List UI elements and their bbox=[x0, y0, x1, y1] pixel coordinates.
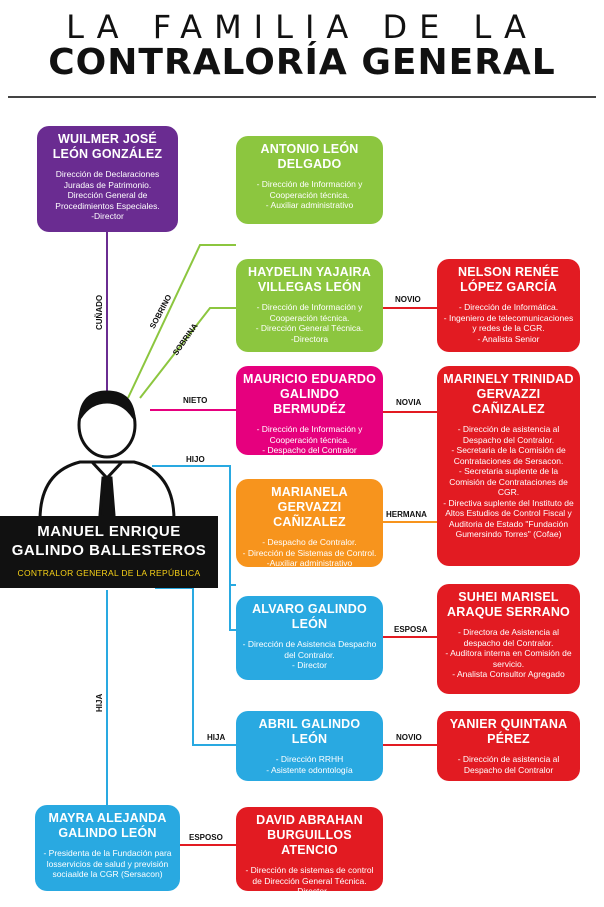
person-name: ANTONIO LEÓN DELGADO bbox=[260, 142, 359, 171]
person-name: ALVARO GALINDO LEÓN bbox=[252, 602, 367, 631]
person-detail: Dirección de Informática. bbox=[443, 302, 574, 313]
person-detail: Dirección General de Procedimientos Espe… bbox=[55, 190, 160, 211]
person-card-nelson: NELSON RENÉE LÓPEZ GARCÍA Dirección de I… bbox=[437, 259, 580, 352]
person-detail: Dirección RRHH bbox=[242, 754, 377, 765]
person-detail: Dirección de Información y Cooperación t… bbox=[242, 179, 377, 200]
person-detail: Dirección de asistencia al Despacho del … bbox=[443, 754, 574, 775]
person-card-david: DAVID ABRAHAN BURGUILLOS ATENCIO Direcci… bbox=[236, 807, 383, 896]
person-detail: Directiva suplente del Instituto de Alto… bbox=[443, 498, 574, 540]
person-detail: Directora de Asistencia al despacho del … bbox=[443, 627, 574, 648]
title-divider bbox=[8, 96, 596, 98]
relation-hija-2: HIJA bbox=[95, 693, 104, 712]
person-card-mayra: MAYRA ALEJANDA GALINDO LEÓN Presidenta d… bbox=[35, 805, 180, 891]
person-detail: Dirección de Sistemas de Control. bbox=[242, 548, 377, 559]
person-card-antonio: ANTONIO LEÓN DELGADO Dirección de Inform… bbox=[236, 136, 383, 224]
person-detail: Secretaria suplente de la Comisión de Co… bbox=[443, 466, 574, 498]
person-name: YANIER QUINTANA PÉREZ bbox=[449, 717, 568, 746]
man-in-suit-icon bbox=[38, 390, 176, 522]
person-card-abril: ABRIL GALINDO LEÓN Dirección RRHH Asiste… bbox=[236, 711, 383, 781]
relation-cunado: CUÑADO bbox=[95, 294, 104, 330]
person-detail: -Director bbox=[91, 211, 124, 221]
person-detail: Secretaria de la Comisión de Contratacio… bbox=[443, 445, 574, 466]
person-detail: Director bbox=[242, 660, 377, 671]
person-detail: Dirección de sistemas de control de Dire… bbox=[242, 865, 377, 886]
person-detail: Despacho del Contralor bbox=[242, 445, 377, 456]
person-detail: Dirección de Información y Cooperación t… bbox=[242, 302, 377, 323]
person-detail: Dirección General Técnica. bbox=[242, 323, 377, 334]
person-name: WUILMER JOSÉ LEÓN GONZÁLEZ bbox=[52, 132, 163, 161]
person-name: HAYDELIN YAJAIRA VILLEGAS LEÓN bbox=[248, 265, 371, 294]
relation-novia: NOVIA bbox=[396, 398, 422, 407]
person-card-haydelin: HAYDELIN YAJAIRA VILLEGAS LEÓN Dirección… bbox=[236, 259, 383, 352]
main-person-role: CONTRALOR GENERAL DE LA REPÚBLICA bbox=[17, 568, 201, 578]
person-name: DAVID ABRAHAN BURGUILLOS ATENCIO bbox=[256, 813, 363, 857]
person-detail: Dirección de asistencia al Despacho del … bbox=[443, 424, 574, 445]
person-detail: Dirección de Información y Cooperación t… bbox=[242, 424, 377, 445]
relation-esposo: ESPOSO bbox=[189, 833, 223, 842]
relation-nieto: NIETO bbox=[183, 396, 208, 405]
person-name: NELSON RENÉE LÓPEZ GARCÍA bbox=[457, 265, 560, 294]
person-detail: Director bbox=[242, 886, 377, 897]
person-card-suhei: SUHEI MARISEL ARAQUE SERRANO Directora d… bbox=[437, 584, 580, 694]
person-detail: Despacho de Contralor. bbox=[242, 537, 377, 548]
person-name: SUHEI MARISEL ARAQUE SERRANO bbox=[447, 590, 570, 619]
person-name: MARIANELA GERVAZZI CAÑIZALEZ bbox=[271, 485, 348, 529]
relation-novio-1: NOVIO bbox=[395, 295, 421, 304]
main-person-name-1: MANUEL ENRIQUE bbox=[37, 523, 181, 540]
relation-novio-2: NOVIO bbox=[396, 733, 422, 742]
person-name: MAURICIO EDUARDO GALINDO BERMUDÉZ bbox=[242, 372, 377, 416]
relation-hermana: HERMANA bbox=[386, 510, 427, 519]
person-detail: Auditora interna en Comisión de servicio… bbox=[443, 648, 574, 669]
person-detail: Presidenta de la Fundación para losservi… bbox=[41, 848, 174, 880]
person-name: ABRIL GALINDO LEÓN bbox=[258, 717, 361, 746]
person-name: MAYRA ALEJANDA GALINDO LEÓN bbox=[48, 811, 167, 840]
person-detail: -Auxiliar administrativo bbox=[266, 558, 353, 568]
person-card-alvaro: ALVARO GALINDO LEÓN Dirección de Asisten… bbox=[236, 596, 383, 680]
person-name: MARINELY TRINIDAD GERVAZZI CAÑIZALEZ bbox=[443, 372, 574, 416]
person-detail: Ingeniero de telecomunicaciones y redes … bbox=[443, 313, 574, 334]
person-detail: Auxiliar administrativo bbox=[242, 200, 377, 211]
person-detail: -Directora bbox=[290, 333, 329, 344]
person-detail: Dirección de Asistencia Despacho del Con… bbox=[242, 639, 377, 660]
title-line-1: LA FAMILIA DE LA bbox=[66, 8, 538, 46]
person-card-yanier: YANIER QUINTANA PÉREZ Dirección de asist… bbox=[437, 711, 580, 781]
relation-esposa: ESPOSA bbox=[394, 625, 428, 634]
main-person-name-2: GALINDO BALLESTEROS bbox=[11, 542, 207, 559]
person-detail: Asistente odontología bbox=[242, 765, 377, 776]
person-card-marinely: MARINELY TRINIDAD GERVAZZI CAÑIZALEZ Dir… bbox=[437, 366, 580, 566]
person-card-marianela: MARIANELA GERVAZZI CAÑIZALEZ Despacho de… bbox=[236, 479, 383, 568]
person-card-wuilmer: WUILMER JOSÉ LEÓN GONZÁLEZ Dirección de … bbox=[37, 126, 178, 232]
relation-hijo: HIJO bbox=[186, 455, 205, 464]
main-person-label: MANUEL ENRIQUE GALINDO BALLESTEROS CONTR… bbox=[0, 516, 218, 588]
title-line-2: CONTRALORÍA GENERAL bbox=[48, 42, 556, 83]
person-detail: Analista Consultor Agregado bbox=[443, 669, 574, 680]
relation-hija-1: HIJA bbox=[207, 733, 226, 742]
person-detail: Dirección de Declaraciones Juradas de Pa… bbox=[55, 169, 160, 190]
person-detail: Analista Senior bbox=[443, 334, 574, 345]
person-card-mauricio: MAURICIO EDUARDO GALINDO BERMUDÉZ Direcc… bbox=[236, 366, 383, 455]
